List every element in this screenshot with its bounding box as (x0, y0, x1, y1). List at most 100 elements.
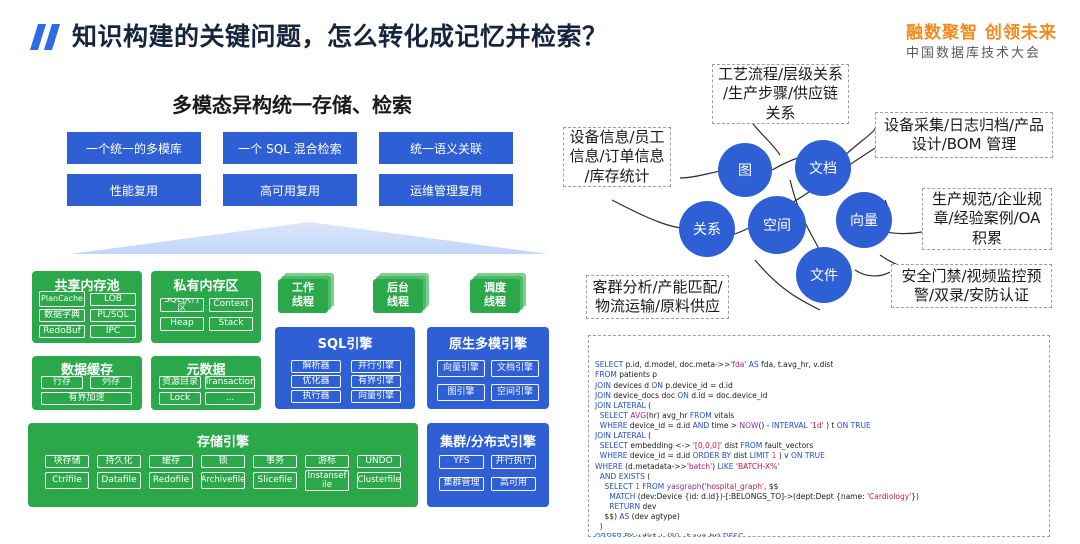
tag-line: 信息/订单信息 (569, 147, 665, 166)
feature-box: 一个统一的多模库 (67, 132, 201, 164)
bubble-relation: 关系 (679, 201, 735, 257)
cluster-chip: YFS (439, 455, 484, 469)
thread-label: 后台 (387, 281, 409, 294)
metadata-chip: 资源目录 (159, 376, 201, 389)
tag-line: 工艺流程/层级关系 (717, 64, 844, 83)
memory-chip: Context (209, 298, 253, 312)
engine-chip: 向量引擎 (351, 390, 401, 403)
brand-subtitle: 中国数据库技术大会 (906, 46, 1042, 61)
native-engine-title: 原生多模引擎 (448, 337, 527, 352)
thread-stack-icon (373, 273, 429, 313)
bubble-spatial: 空间 (748, 196, 806, 254)
private-memory-title: 私有内存区 (173, 279, 239, 294)
thread-stack-icon (470, 273, 526, 313)
thread-label: 线程 (292, 295, 314, 309)
cluster-engine-title: 集群/分布式引擎 (440, 435, 536, 450)
engine-chip: 执行器 (291, 390, 341, 403)
metadata-chip: ... (205, 392, 255, 405)
memory-chip: Stack (209, 317, 253, 331)
funnel-triangle (70, 222, 548, 254)
tag-line: 积累 (971, 228, 1002, 247)
shared-memory-pool-panel: 共享内存池 PlanCache LOB 数据字典 PL/SQL RedoBuf … (32, 271, 142, 343)
sql-engine-panel: SQL引擎 解析器 并行引擎 优化器 有界引擎 执行器 向量引擎 (275, 327, 415, 409)
tag-line: /库存统计 (584, 166, 650, 185)
thread-stack-scheduler: 调度 线程 (470, 273, 526, 313)
sql-line: SELECT embedding <-> '[0,0,0]' dist FROM… (599, 441, 814, 451)
tag-line: /生产步骤/供应链 (722, 84, 839, 103)
sql-line: JOIN LATERAL ( (595, 431, 652, 441)
storage-chip: Slicefile (253, 472, 297, 489)
storage-chip: Archivefile (201, 472, 245, 489)
sql-line: WHERE (d.metadata->>'batch') LIKE 'BATCH… (595, 461, 780, 471)
engine-chip: 解析器 (291, 360, 341, 373)
sql-code-lines: SELECT p.id, d.model, doc.meta->>'fda' A… (595, 360, 1043, 537)
data-cache-panel: 数据缓存 行存 列存 有界加速 (32, 356, 142, 410)
engine-chip: 优化器 (291, 375, 341, 388)
metadata-title: 元数据 (186, 363, 226, 378)
memory-chip: PL/SQL (90, 309, 136, 322)
tag-box-collection: 设备采集/日志归档/产品 设计/BOM 管理 (875, 112, 1053, 158)
tag-line: 安全门禁/视频监控预 (901, 266, 1042, 285)
thread-label: 工作 (292, 281, 314, 294)
brand-slogan: 融数聚智 创领未来 (906, 23, 1057, 43)
page-title: 知识构建的关键问题，怎么转化成记忆并检索？ (72, 22, 608, 51)
data-cache-title: 数据缓存 (60, 363, 113, 378)
sql-line: AND EXISTS ( (599, 471, 651, 481)
thread-stack-background: 后台 线程 (373, 273, 429, 313)
tag-line: 警/双录/安防认证 (913, 286, 1030, 304)
memory-chip: LOB (90, 293, 136, 306)
bubble-file: 文件 (796, 247, 852, 303)
thread-stack-icon (278, 273, 334, 313)
engine-chip: 有界引擎 (351, 375, 401, 388)
cache-chip: 有界加速 (41, 392, 132, 405)
storage-chip: Datafile (97, 472, 141, 489)
storage-chip: Instansefile (305, 470, 349, 491)
sql-line: WHERE device_id = d.id AND time > NOW() … (599, 421, 871, 430)
tag-box-standards: 生产规范/企业规 章/经验案例/OA 积累 (922, 188, 1052, 250)
sql-engine-title: SQL引擎 (317, 337, 373, 352)
sql-line: JOIN devices d ON p.device_id = d.id (595, 380, 733, 390)
sql-line: MATCH (dev:Device {id: d.id})-[:BELONGS_… (609, 491, 919, 501)
feature-box: 统一语义关联 (379, 132, 513, 164)
bubble-graph: 图 (718, 143, 772, 197)
sql-line: ORDER BY v.dist + (80 - t.avg_hr) DESC (595, 532, 744, 537)
storage-chip: Ctrlfile (45, 472, 89, 489)
metadata-panel: 元数据 资源目录 Transaction Lock ... (151, 356, 261, 410)
memory-chip: IPC (90, 325, 136, 338)
feature-box: 一个 SQL 混合检索 (223, 132, 357, 164)
tag-line: 设备信息/员工 (569, 127, 665, 146)
feature-box: 运维管理复用 (379, 174, 513, 206)
bubble-document: 文档 (795, 140, 851, 196)
storage-chip: 事务 (253, 455, 297, 468)
storage-chip: Redofile (149, 472, 193, 489)
memory-chip: 数据字典 (39, 309, 85, 322)
cluster-chip: 高可用 (491, 477, 536, 491)
bubble-vector: 向量 (836, 192, 892, 248)
feature-box: 性能复用 (67, 174, 201, 206)
cache-chip: 列存 (90, 376, 132, 389)
storage-chip: UNDO (357, 455, 401, 468)
engine-chip: 向量引擎 (437, 360, 485, 377)
tag-line: 生产规范/企业规 (931, 189, 1043, 208)
sql-line: SELECT p.id, d.model, doc.meta->>'fda' A… (595, 360, 834, 370)
engine-chip: 并行引擎 (351, 360, 401, 373)
sql-line: FROM patients p (595, 370, 658, 380)
metadata-chip: Lock (159, 392, 201, 405)
sql-line: SELECT AVG(hr) avg_hr FROM vitals (599, 410, 735, 420)
storage-title: 多模态异构统一存储、检索 (172, 93, 412, 117)
memory-chip: RedoBuf (39, 325, 85, 338)
tag-line: 设备采集/日志归档/产品 (883, 115, 1045, 134)
storage-chip: 块存储 (45, 455, 89, 468)
storage-chip: 锁 (201, 455, 245, 468)
engine-chip: 空间引擎 (491, 384, 539, 401)
storage-chip: 游标 (305, 455, 349, 468)
cluster-chip: 集群管理 (439, 477, 484, 491)
cache-chip: 行存 (41, 376, 83, 389)
sql-line: ) (595, 522, 603, 532)
title-slash-mark-icon (30, 24, 60, 50)
sql-line: SELECT 1 FROM yasgraph('hospital_graph',… (604, 481, 779, 491)
tag-line: 章/经验案例/OA (933, 209, 1041, 228)
shared-memory-pool-title: 共享内存池 (54, 279, 120, 294)
sql-code-block: SELECT p.id, d.model, doc.meta->>'fda' A… (588, 335, 1050, 537)
storage-chip: 缓存 (149, 455, 193, 468)
